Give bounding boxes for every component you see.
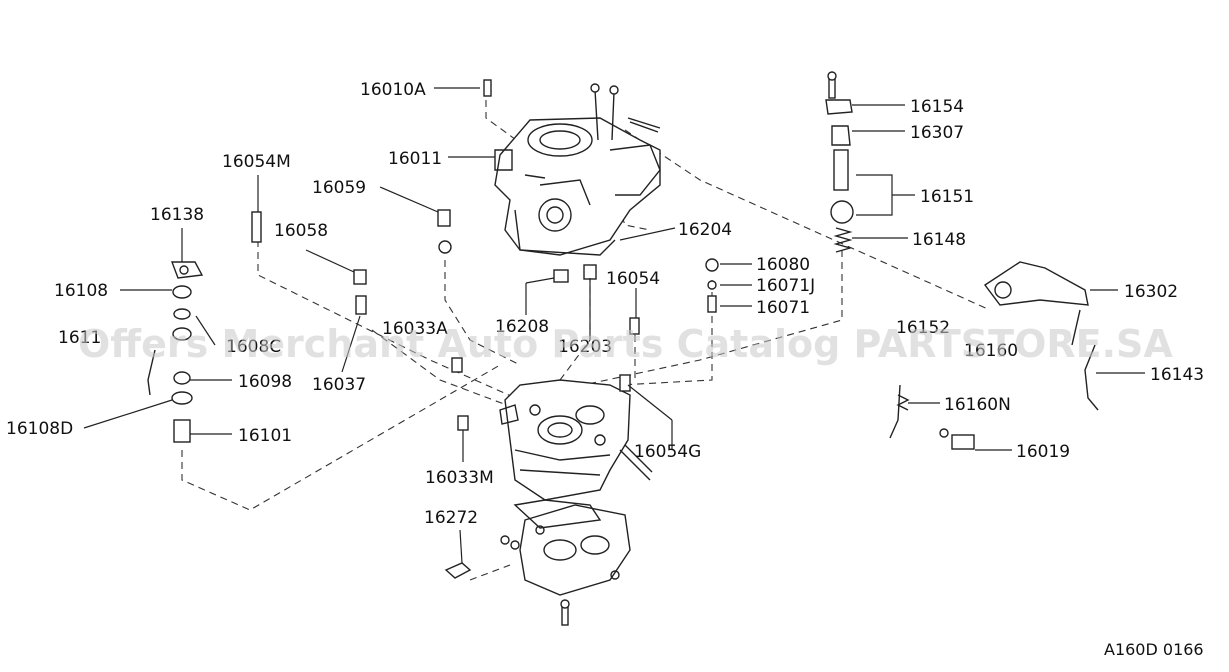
label-16071: 16071 [756, 298, 810, 318]
label-16152: 16152 [896, 318, 950, 338]
part-number-labels: 16010A 16011 16054M 16059 16138 16058 16… [6, 80, 1204, 528]
label-16302: 16302 [1124, 282, 1178, 302]
label-16101: 16101 [238, 426, 292, 446]
diagram-code: A160D 0166 [1104, 640, 1204, 659]
label-16154: 16154 [910, 97, 964, 117]
label-16160N: 16160N [944, 395, 1011, 415]
label-16307: 16307 [910, 123, 964, 143]
label-16054G: 16054G [634, 442, 701, 462]
label-1611: 1611 [58, 328, 101, 348]
label-16108: 16108 [54, 281, 108, 301]
right-side-parts [825, 71, 1099, 450]
label-16204: 16204 [678, 220, 732, 240]
label-16059: 16059 [312, 178, 366, 198]
label-16138: 16138 [150, 205, 204, 225]
center-small-parts [553, 258, 719, 392]
carburetor-main-body [499, 379, 653, 501]
leader-lines [83, 87, 1145, 564]
label-16148: 16148 [912, 230, 966, 250]
label-1608C: 1608C [226, 337, 281, 357]
label-16272: 16272 [424, 508, 478, 528]
label-16203: 16203 [558, 337, 612, 357]
label-16208: 16208 [495, 317, 549, 337]
label-16058: 16058 [274, 221, 328, 241]
label-16033A: 16033A [382, 319, 448, 339]
label-16071J: 16071J [756, 276, 815, 296]
label-16108D: 16108D [6, 419, 73, 439]
label-16143: 16143 [1150, 365, 1204, 385]
watermark-text: Offers Merchant Auto Parts Catalog PARTS… [78, 322, 1173, 366]
label-16033M: 16033M [425, 468, 494, 488]
label-16037: 16037 [312, 375, 366, 395]
label-16098: 16098 [238, 372, 292, 392]
label-16151: 16151 [920, 187, 974, 207]
throttle-body [500, 499, 631, 626]
label-16011: 16011 [388, 149, 442, 169]
left-side-parts [147, 209, 472, 579]
label-16010A: 16010A [360, 80, 426, 100]
carburetor-air-horn [483, 79, 661, 256]
label-16160: 16160 [964, 341, 1018, 361]
label-16080: 16080 [756, 255, 810, 275]
label-16019: 16019 [1016, 442, 1070, 462]
label-16054M: 16054M [222, 152, 291, 172]
label-16054: 16054 [606, 269, 660, 289]
